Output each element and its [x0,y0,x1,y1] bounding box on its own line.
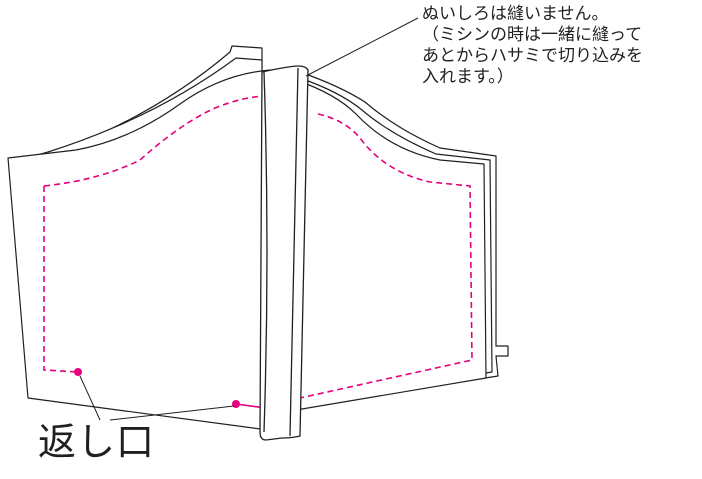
opening-dot-right [232,400,240,408]
left-panel [7,69,271,431]
return-opening-label: 返し口 [38,420,156,464]
annotation-line: （ミシンの時は一緒に縫って [422,25,643,45]
annotation-line: ぬいしろは縫いません。 [422,4,609,24]
stitch-line [43,95,473,399]
leader-right [109,405,235,421]
annotation-line: 入れます。） [422,67,514,87]
annotation-leader [305,17,419,77]
stitch-left [43,95,269,373]
opening-dot-left [74,368,82,376]
annotation-line: あとからハサミで切り込みを [422,46,643,66]
leader-lines [79,17,419,421]
annotation-text: ぬいしろは縫いません。 （ミシンの時は一緒に縫って あとからハサミで切り込みを … [422,4,698,88]
seam-allowance-strip [259,65,309,441]
right-panel [295,79,487,411]
leader-left [79,375,101,421]
stitch-right [299,113,473,399]
